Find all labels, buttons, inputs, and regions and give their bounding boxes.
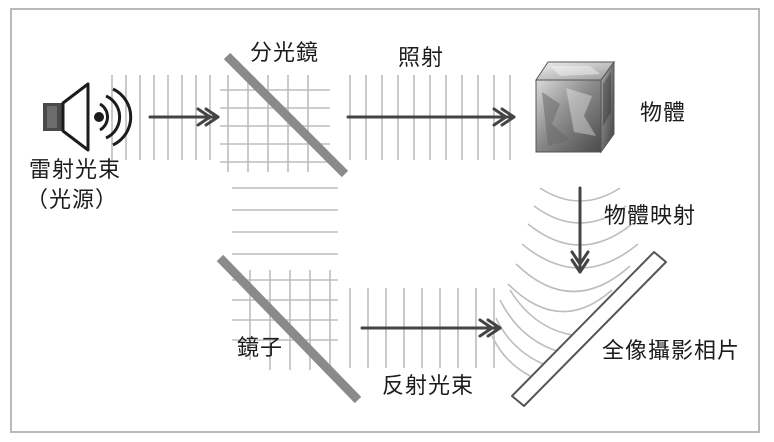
object-projection-arrow [570,186,590,274]
mirror-label: 鏡子 [237,336,284,361]
beam-arrows [148,107,590,338]
downward-wavefronts [232,187,338,255]
diagram-frame [10,8,760,433]
laser-source-label: 雷射光束 [29,158,122,183]
holographic-film-label: 全像攝影相片 [602,339,741,364]
object-wave-arcs [507,187,639,313]
splitter-grid [220,75,330,172]
textured-cube-icon [535,60,615,154]
beam-splitter [223,52,349,178]
object-projection-label: 物體映射 [604,204,697,229]
object-label: 物體 [640,101,687,126]
reference-arrow [360,318,502,338]
beam-splitter-label: 分光鏡 [250,41,320,66]
mirror [216,254,362,404]
holographic-plate [511,251,667,407]
reflected-beam-label: 反射光束 [382,374,475,399]
source-arrow [148,107,220,127]
laser-source-note: （光源） [26,188,119,213]
illumination-label: 照射 [398,46,445,71]
illumination-arrow [346,107,516,127]
speaker-wave-icon [43,82,133,152]
